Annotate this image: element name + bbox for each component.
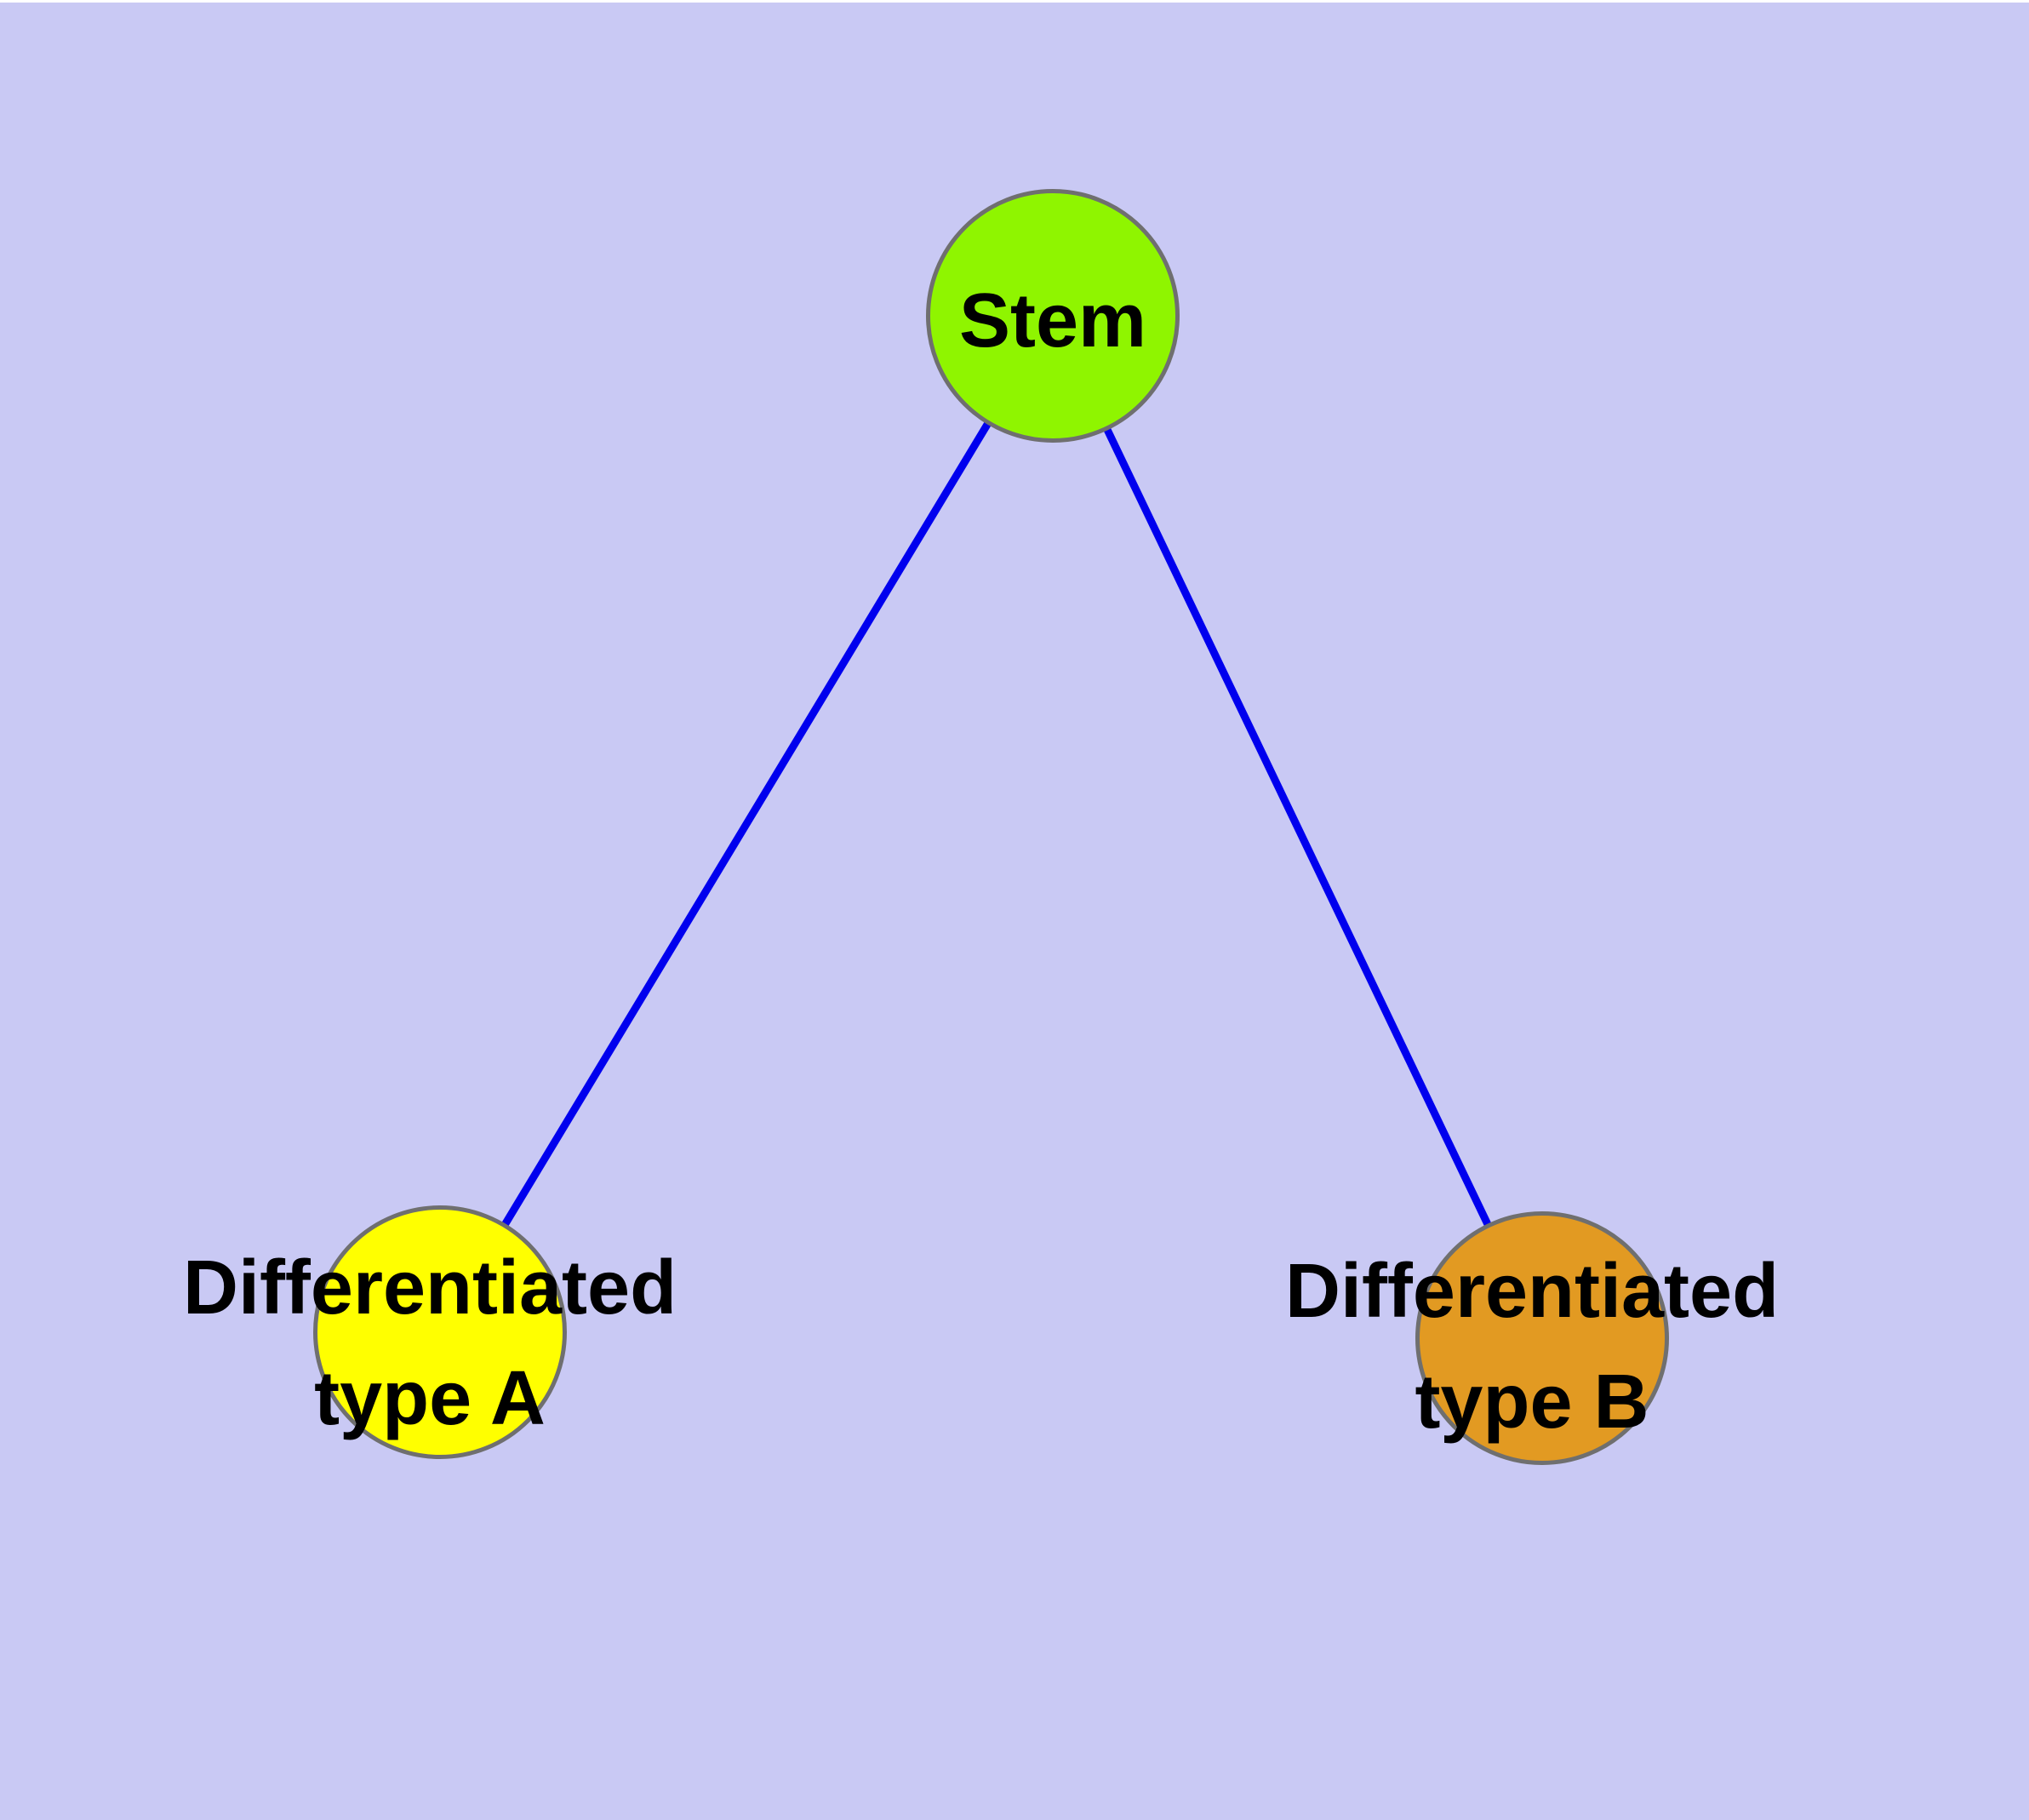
node-type-a-circle [313, 1205, 567, 1459]
node-stem-label-text: Stem [958, 278, 1147, 363]
top-strip [0, 0, 2029, 3]
node-stem-circle [926, 189, 1180, 443]
node-type-a-label-line1: Differentiated [182, 1245, 677, 1331]
edge-stem-to-type-a [437, 313, 1056, 1335]
node-type-b-label-line1: Differentiated [1284, 1249, 1780, 1334]
node-type-b-label: Differentiated type B [1285, 1236, 1779, 1457]
edge-stem-to-type-b [1049, 314, 1546, 1340]
node-type-a-label: Differentiated type A [183, 1233, 677, 1454]
node-type-b-label-line2: type B [1415, 1359, 1649, 1445]
node-type-b-circle [1415, 1211, 1669, 1465]
node-type-a-label-line2: type A [314, 1356, 546, 1441]
node-stem-label: Stem [959, 266, 1146, 376]
